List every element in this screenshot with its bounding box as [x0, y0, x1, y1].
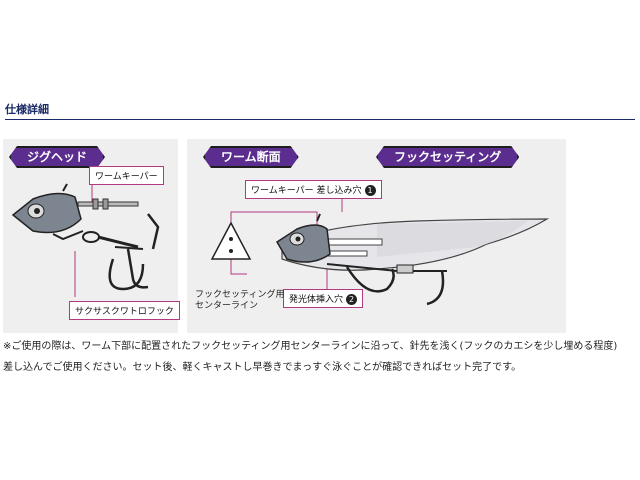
jig-head-tag: ジグヘッド: [9, 146, 105, 168]
section-title: 仕様詳細: [5, 103, 49, 116]
usage-note-line1: ※ご使用の際は、ワーム下部に配置されたフックセッティング用センターラインに沿って…: [3, 341, 618, 352]
worm-keeper-label: ワームキーパー: [89, 166, 164, 185]
keeper-hole-number: 1: [364, 185, 376, 196]
keeper-hole-text: ワームキーパー 差し込み穴: [251, 186, 362, 196]
hook-setting-tag: フックセッティング: [376, 146, 519, 168]
worm-section-tag: ワーム断面: [203, 146, 299, 168]
center-line-label: フックセッティング用 センターライン: [195, 290, 285, 311]
title-divider: [5, 119, 635, 120]
hook-label: サクサスクワトロフック: [69, 301, 180, 320]
glow-hole-text: 発光体挿入穴: [289, 295, 344, 305]
usage-note-line2: 差し込んでご使用ください。セット後、軽くキャストし早巻きでまっすぐ泳ぐことが確認…: [3, 362, 522, 373]
worm-illustration: [210, 197, 550, 306]
glow-hole-number: 2: [346, 294, 358, 305]
jig-head-panel: ジグヘッド ワームキーパー サクサスクワトロフック: [3, 139, 180, 333]
